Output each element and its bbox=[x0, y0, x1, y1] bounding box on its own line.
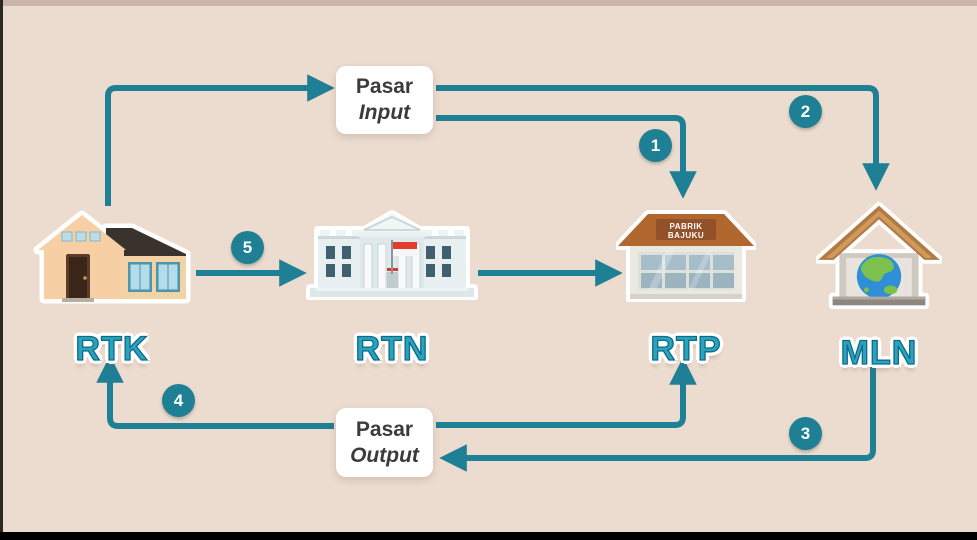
rtk-house-icon bbox=[33, 210, 191, 304]
top-frame-strip bbox=[0, 0, 977, 6]
pasar-input-line1: Pasar bbox=[355, 75, 414, 99]
node-rtn: RTN bbox=[302, 200, 482, 382]
node-mln: MLN bbox=[816, 200, 942, 382]
arrow-mln-to-pasar-output bbox=[439, 345, 876, 472]
arrow-pasar-output-to-rtp bbox=[436, 357, 697, 428]
flow-badge-2: 2 bbox=[789, 95, 822, 128]
node-rtp: PABRIK BAJUKU RTP bbox=[616, 202, 756, 382]
pasar-output-line1: Pasar bbox=[355, 417, 414, 441]
arrow-pasar-input-to-rtp bbox=[436, 115, 697, 199]
arrow-rtk-to-pasar-input bbox=[105, 74, 335, 206]
arrow-pasar-input-to-mln bbox=[436, 85, 890, 191]
rtp-sign-line1: PABRIK bbox=[669, 222, 702, 231]
rtp-factory-icon: PABRIK BAJUKU bbox=[616, 210, 756, 302]
pasar-input-box: Pasar Input bbox=[336, 66, 433, 134]
rtn-label: RTN bbox=[355, 329, 429, 368]
flow-badge-3: 3 bbox=[789, 417, 822, 450]
flow-badge-5: 5 bbox=[231, 231, 264, 264]
pasar-output-line2: Output bbox=[350, 443, 419, 467]
flow-badge-4: 4 bbox=[162, 384, 195, 417]
pasar-output-box: Pasar Output bbox=[336, 408, 433, 477]
mln-label: MLN bbox=[840, 333, 918, 372]
pasar-input-line2: Input bbox=[358, 101, 411, 124]
mln-globe-house-icon bbox=[816, 201, 942, 310]
rtk-label: RTK bbox=[75, 329, 149, 368]
rtp-sign-line2: BAJUKU bbox=[668, 231, 704, 240]
rtp-label: RTP bbox=[650, 329, 722, 368]
flow-badge-1: 1 bbox=[639, 129, 672, 162]
left-frame-strip bbox=[0, 0, 3, 532]
rtn-government-building-icon bbox=[306, 210, 478, 300]
arrow-pasar-output-to-rtk bbox=[96, 355, 334, 429]
node-rtk: RTK bbox=[32, 202, 192, 382]
